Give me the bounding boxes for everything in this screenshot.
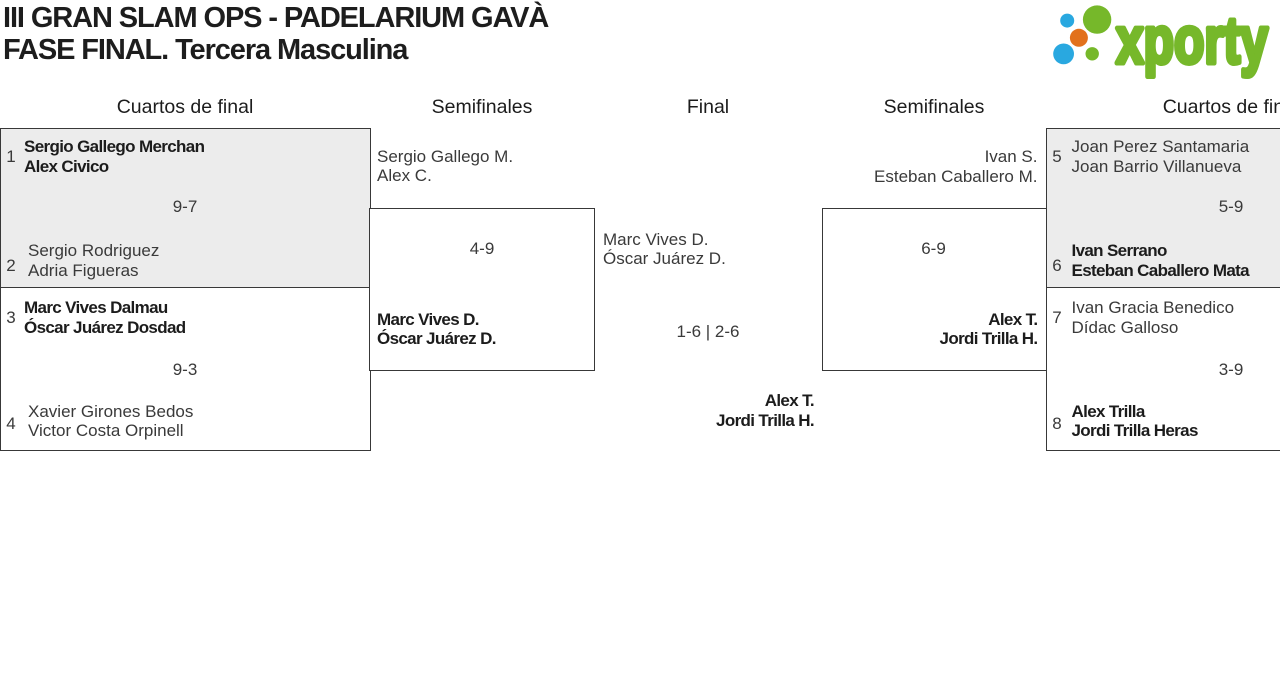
svg-text:xporty: xporty: [1116, 3, 1268, 77]
